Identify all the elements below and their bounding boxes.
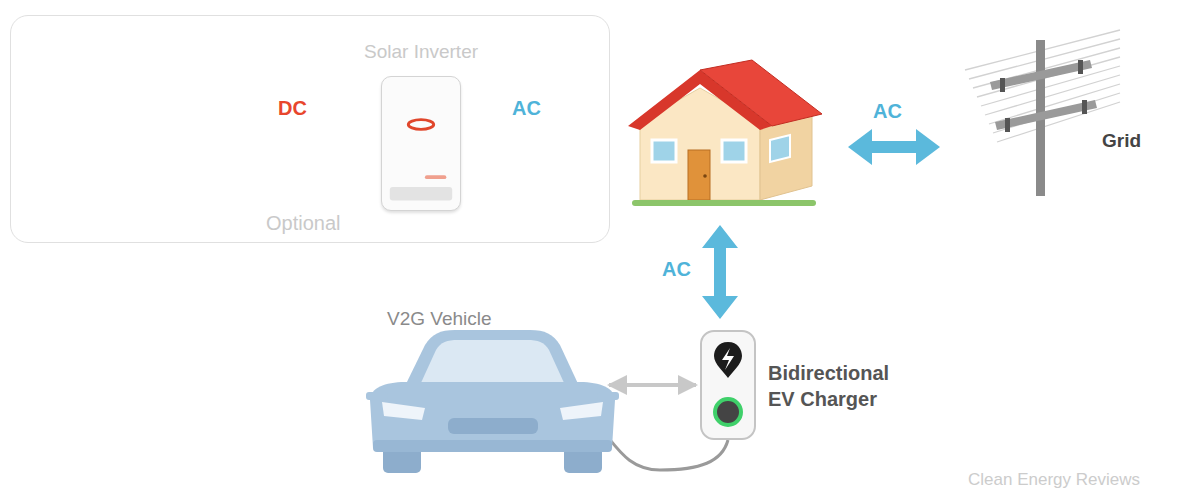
bidirectional-arrow: [609, 383, 696, 387]
house: [628, 60, 822, 206]
inverter-label: Solar Inverter: [364, 41, 478, 63]
charger-graphic: [702, 332, 754, 438]
power-wire: [993, 93, 1120, 133]
vehicle-label: V2G Vehicle: [387, 308, 492, 330]
inverter-graphic: [382, 77, 460, 210]
v2g-car: [366, 330, 619, 473]
vehicle-box: V2G Vehicle: [365, 308, 605, 476]
grid-pole: [965, 30, 1120, 196]
ac-label: AC: [873, 100, 902, 123]
optional-region: Optional Solar Inverter: [10, 15, 610, 243]
ac-label: AC: [662, 258, 691, 281]
dc-label: DC: [278, 97, 307, 120]
ac-label: AC: [512, 97, 541, 120]
region-label: Optional: [266, 212, 341, 235]
ev-charger: Bidirectional EV Charger: [700, 330, 756, 440]
solar-inverter: Solar Inverter: [381, 76, 461, 211]
ac-double-arrow: [702, 225, 738, 319]
charger-label: Bidirectional EV Charger: [768, 360, 918, 412]
grid-label: Grid: [1102, 130, 1141, 152]
ac-double-arrow: [848, 129, 940, 165]
power-wire: [977, 57, 1120, 97]
watermark: Clean Energy Reviews: [968, 470, 1140, 490]
grid-box: Grid: [1102, 128, 1146, 156]
